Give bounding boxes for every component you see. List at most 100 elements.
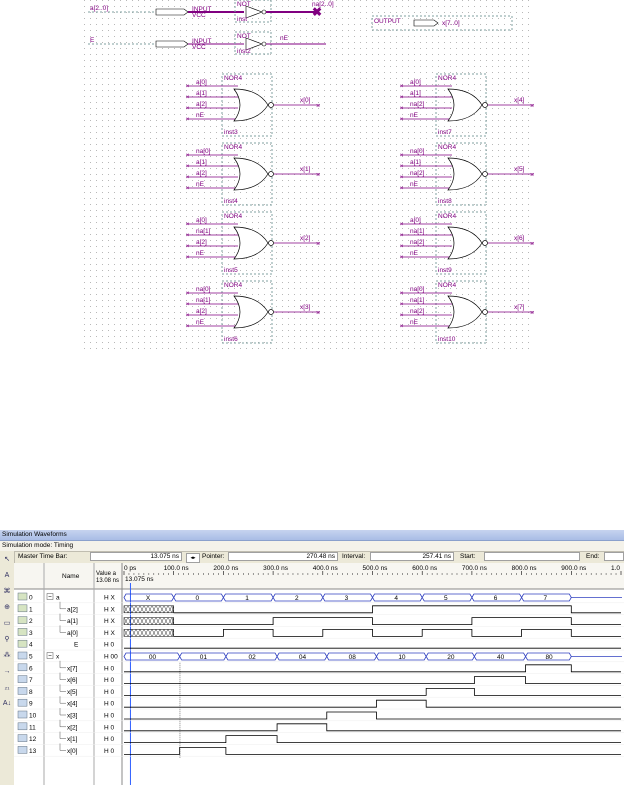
- gate-input-label: nE: [196, 319, 205, 326]
- time-tick-label: 500.0 ns: [363, 565, 389, 572]
- schematic-canvas[interactable]: a[2..0] INPUT VCC NOT inst na[2..0] ✖ E …: [0, 0, 624, 360]
- input-pin-icon: [17, 616, 28, 624]
- input-pin-icon: [17, 628, 28, 636]
- signal-number: 13: [29, 748, 37, 755]
- gate-output-label: x[1]: [300, 166, 311, 173]
- time-bar-nav-arrows[interactable]: ◂▸: [186, 553, 200, 563]
- simulation-mode-bar: Simulation mode: Timing: [0, 541, 624, 552]
- signal-value: H 0: [104, 748, 115, 755]
- replace-icon[interactable]: ⁂: [3, 652, 11, 659]
- end-field[interactable]: [604, 552, 624, 561]
- signal-name: x[3]: [67, 713, 78, 720]
- time-tick-label: 200.0 ns: [213, 565, 239, 572]
- fullscreen-icon[interactable]: ▭: [3, 620, 11, 627]
- assign-value-icon[interactable]: ₂₁: [4, 684, 10, 691]
- waveform-edit-icon[interactable]: ⌘: [3, 588, 11, 595]
- gate-input-label: nE: [196, 181, 205, 188]
- signal-value: H 0: [104, 689, 115, 696]
- output-pin-icon: [17, 687, 28, 695]
- not-gate-1[interactable]: NOT inst na[2..0] ✖: [234, 0, 334, 23]
- gate-input-label: a[1]: [410, 159, 421, 166]
- bus-value-label: 1: [245, 595, 249, 602]
- svg-text:E: E: [90, 37, 95, 44]
- signal-number: 1: [29, 606, 33, 613]
- find-icon[interactable]: ⚲: [4, 636, 10, 643]
- arrow-icon[interactable]: →: [3, 668, 11, 675]
- master-time-bar-field[interactable]: 13.075 ns: [90, 552, 182, 561]
- signal-value: H 0: [104, 701, 115, 708]
- value-column-header-time: 13.08 ns: [96, 578, 119, 584]
- start-label: Start:: [460, 553, 476, 560]
- bus-value-label: 10: [398, 654, 406, 661]
- gate-input-label: nE: [196, 250, 205, 257]
- output-pin-icon: [17, 722, 28, 731]
- text-tool-icon[interactable]: A: [4, 572, 10, 579]
- bus-value-label: 7: [543, 595, 547, 602]
- time-tick-label: 600.0 ns: [412, 565, 438, 572]
- start-field[interactable]: [484, 552, 580, 561]
- signal-name: a[1]: [67, 618, 78, 625]
- selection-tool-icon[interactable]: ↖: [4, 556, 10, 563]
- bus-value-label: 04: [299, 654, 307, 661]
- pointer-field[interactable]: 270.48 ns: [228, 552, 338, 561]
- signal-value: H 0: [104, 642, 115, 649]
- signal-value: H X: [104, 595, 116, 602]
- zoom-icon[interactable]: ⊕: [4, 604, 10, 611]
- net-end-icon: ×: [400, 302, 404, 308]
- gate-input-label: nE: [410, 181, 419, 188]
- gate-inst-label: inst7: [438, 129, 452, 136]
- gate-output-label: x[4]: [514, 97, 525, 104]
- interval-label: Interval:: [342, 553, 366, 560]
- gate-output-label: x[0]: [300, 97, 311, 104]
- interval-field[interactable]: 257.41 ns: [370, 552, 454, 561]
- net-end-icon: ×: [186, 313, 190, 319]
- net-end-icon: ×: [316, 310, 320, 317]
- net-end-icon: ×: [400, 313, 404, 319]
- signal-number: 4: [29, 642, 33, 649]
- gate-input-label: nE: [410, 319, 419, 326]
- net-end-icon: ×: [186, 255, 190, 261]
- signal-number: 10: [29, 713, 37, 720]
- signal-name: a[0]: [67, 630, 78, 637]
- bus-value-label: 5: [444, 595, 448, 602]
- signal-number: 3: [29, 630, 33, 637]
- bus-value-label: 20: [447, 654, 455, 661]
- master-time-bar-label: Master Time Bar:: [18, 553, 68, 560]
- nor4-gate-group: NOR4a[0]×a[1]×a[2]×nE×x[0]×inst3NOR4na[0…: [186, 73, 534, 344]
- output-pin-x[interactable]: OUTPUT x[7..0]: [371, 15, 513, 31]
- net-end-icon: ×: [316, 241, 320, 248]
- gate-input-label: na[0]: [410, 286, 425, 293]
- signal-number: 0: [29, 595, 33, 602]
- svg-text:na[2..0]: na[2..0]: [312, 1, 334, 8]
- svg-text:VCC: VCC: [192, 12, 206, 19]
- net-end-icon: ×: [400, 164, 404, 170]
- sort-icon[interactable]: A↓: [2, 700, 12, 707]
- input-pin-a[interactable]: a[2..0] INPUT VCC: [88, 5, 244, 19]
- not-gate-2[interactable]: NOT inst2 nE: [234, 31, 326, 55]
- output-pin-icon: [17, 698, 28, 707]
- signal-number: 9: [29, 701, 33, 708]
